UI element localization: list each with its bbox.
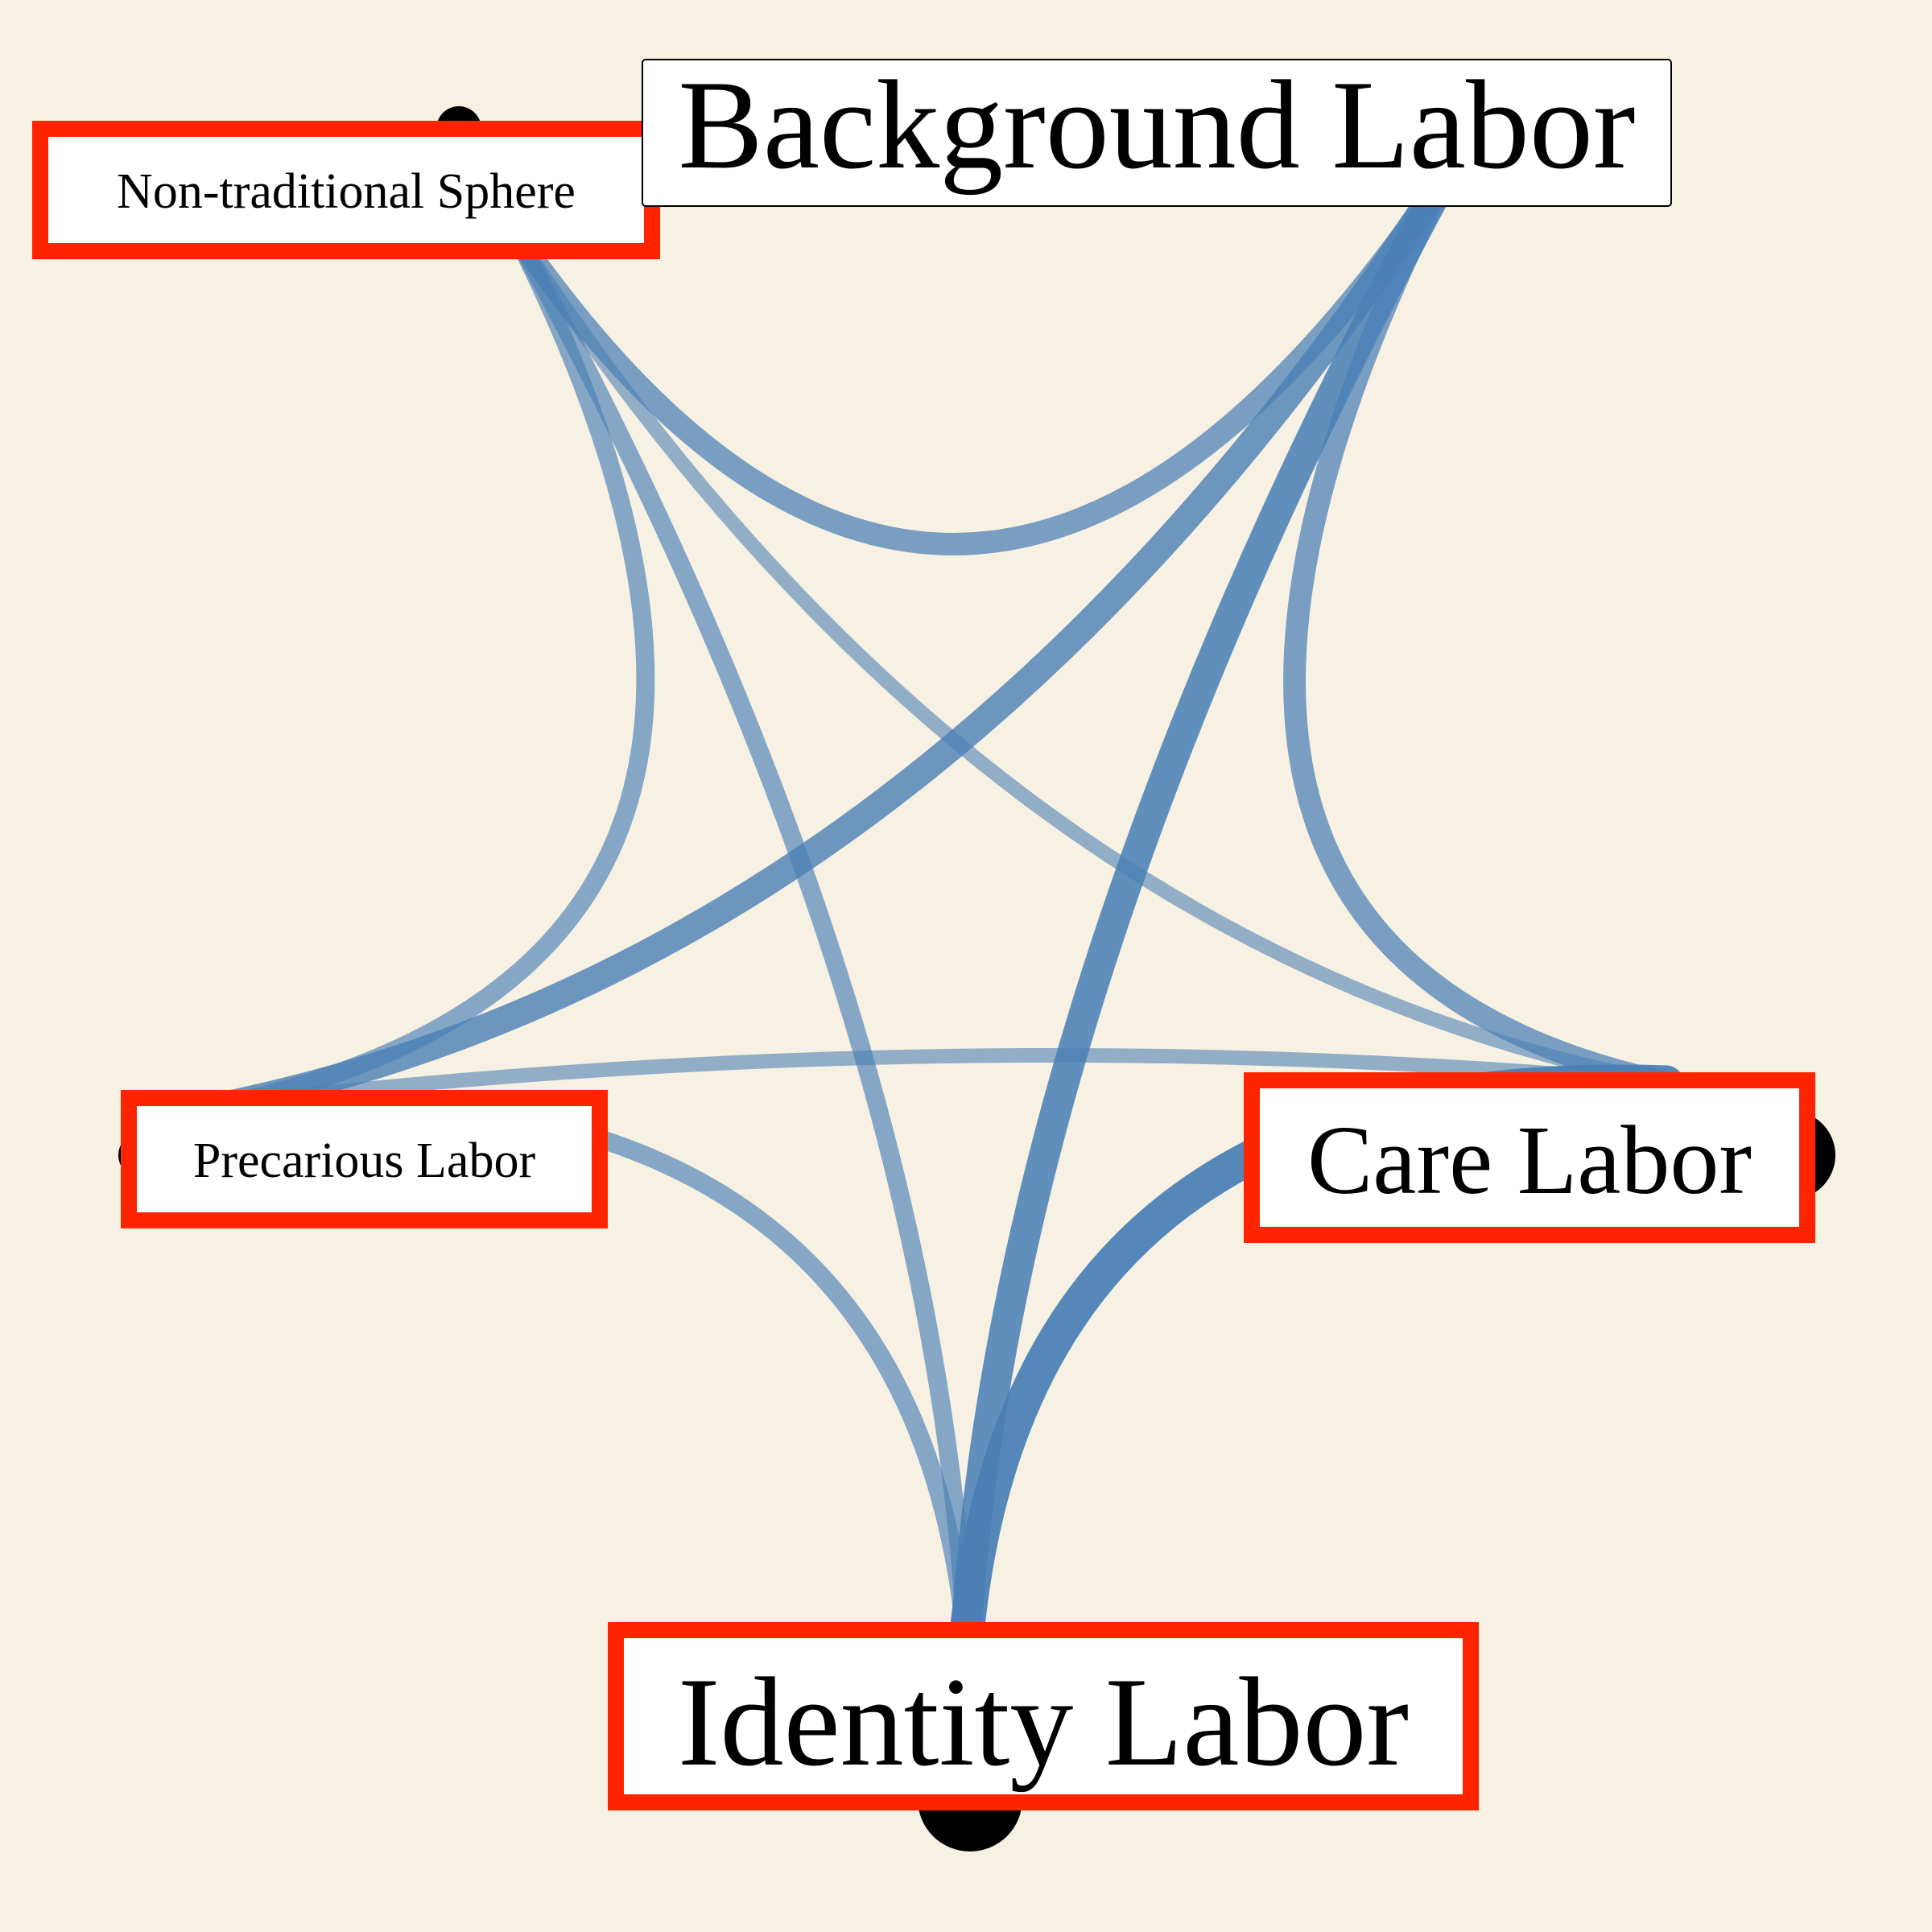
edge-background-identity [951, 154, 1464, 1657]
label-box-identity [624, 1638, 1463, 1794]
edge-nontraditional-care [508, 226, 1674, 1090]
label-text-care: Care Labor [1307, 1106, 1752, 1215]
label-text-background: Background Labor [678, 55, 1635, 196]
edge-background-precarious [220, 155, 1463, 1117]
edge-background-care [1283, 158, 1678, 1094]
node-label-care: Care Labor [1244, 1072, 1815, 1243]
label-box-nontraditional [48, 137, 644, 243]
label-text-identity: Identity Labor [678, 1652, 1409, 1793]
label-layer: Non-traditional Sphere Background LaborCa… [32, 55, 1815, 1810]
node-label-identity: Identity Labor [608, 1622, 1479, 1810]
label-box-precarious [137, 1106, 592, 1212]
edge-care-precarious [226, 1047, 1674, 1110]
node-label-nontraditional: Non-traditional Sphere [32, 121, 660, 259]
label-text-precarious: Precarious Labor [193, 1133, 536, 1188]
node-label-precarious: Precarious Labor [121, 1090, 608, 1228]
edge-nontraditional-identity [506, 224, 976, 1652]
label-box-care [1260, 1088, 1799, 1227]
label-box-background [642, 59, 1672, 207]
node-label-background: Background Labor [642, 55, 1672, 207]
label-text-nontraditional: Non-traditional Sphere [117, 164, 576, 219]
